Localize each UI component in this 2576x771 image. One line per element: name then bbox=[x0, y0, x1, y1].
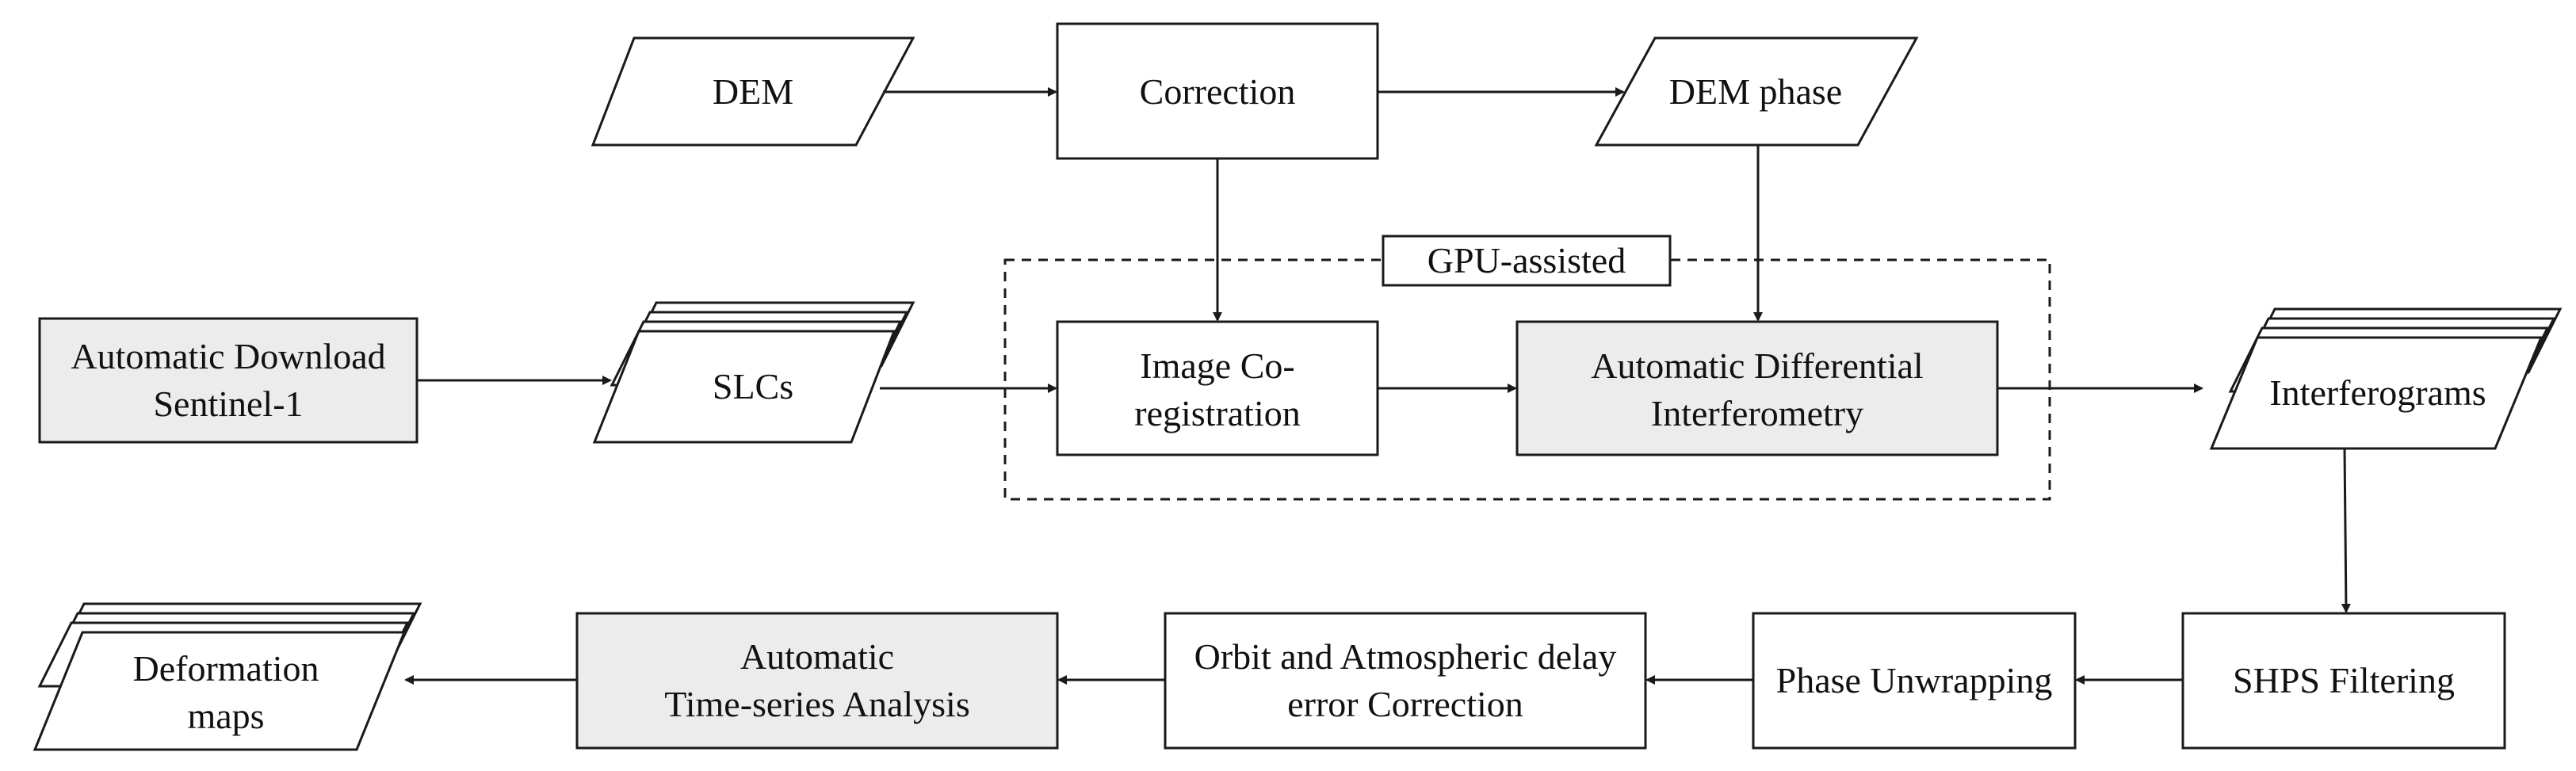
orbit-atmospheric-correction-node bbox=[1164, 612, 1647, 750]
deformation-maps-node bbox=[32, 631, 407, 751]
dinsar-label-line1: Automatic Differential bbox=[1591, 345, 1924, 386]
gpu-assisted-label-box bbox=[1382, 235, 1672, 287]
slcs-node bbox=[592, 330, 896, 444]
time-series-label-line2: Time-series Analysis bbox=[664, 684, 970, 724]
automatic-download-node bbox=[38, 317, 419, 444]
correction-node bbox=[1056, 22, 1379, 160]
shps-filtering-node bbox=[2181, 612, 2506, 750]
deformation-maps-label-line2: maps bbox=[187, 696, 265, 736]
interferograms-stack bbox=[2209, 307, 2563, 450]
orbit-atmospheric-label-line2: error Correction bbox=[1287, 684, 1523, 724]
automatic-download-label-line2: Sentinel-1 bbox=[153, 384, 304, 424]
gpu-assisted-label: GPU-assisted bbox=[1427, 240, 1626, 281]
interferograms-node bbox=[2209, 336, 2544, 450]
deformation-maps-label-line1: Deformation bbox=[132, 648, 319, 689]
deformation-maps-stack bbox=[32, 602, 422, 751]
orbit-atmospheric-label-line1: Orbit and Atmospheric delay bbox=[1194, 636, 1617, 677]
phase-unwrapping-label: Phase Unwrapping bbox=[1775, 660, 2053, 700]
time-series-analysis-node bbox=[575, 612, 1059, 750]
dem-label: DEM bbox=[712, 71, 794, 112]
automatic-download-label-line1: Automatic Download bbox=[71, 336, 386, 376]
time-series-label-line1: Automatic bbox=[740, 636, 895, 677]
edge-interferograms-to-shps bbox=[2341, 448, 2351, 613]
shps-filtering-label: SHPS Filtering bbox=[2233, 660, 2455, 700]
phase-unwrapping-node bbox=[1752, 612, 2077, 750]
interferograms-label: Interferograms bbox=[2269, 372, 2486, 413]
coregistration-label-line2: registration bbox=[1134, 393, 1301, 433]
slcs-label: SLCs bbox=[712, 366, 794, 406]
correction-label: Correction bbox=[1139, 71, 1296, 112]
dem-node bbox=[590, 36, 915, 147]
slcs-stack bbox=[592, 301, 915, 444]
dem-phase-node bbox=[1594, 36, 1919, 147]
dem-phase-label: DEM phase bbox=[1668, 71, 1843, 112]
coregistration-label-line1: Image Co- bbox=[1140, 345, 1295, 386]
dinsar-label-line2: Interferometry bbox=[1650, 393, 1864, 433]
